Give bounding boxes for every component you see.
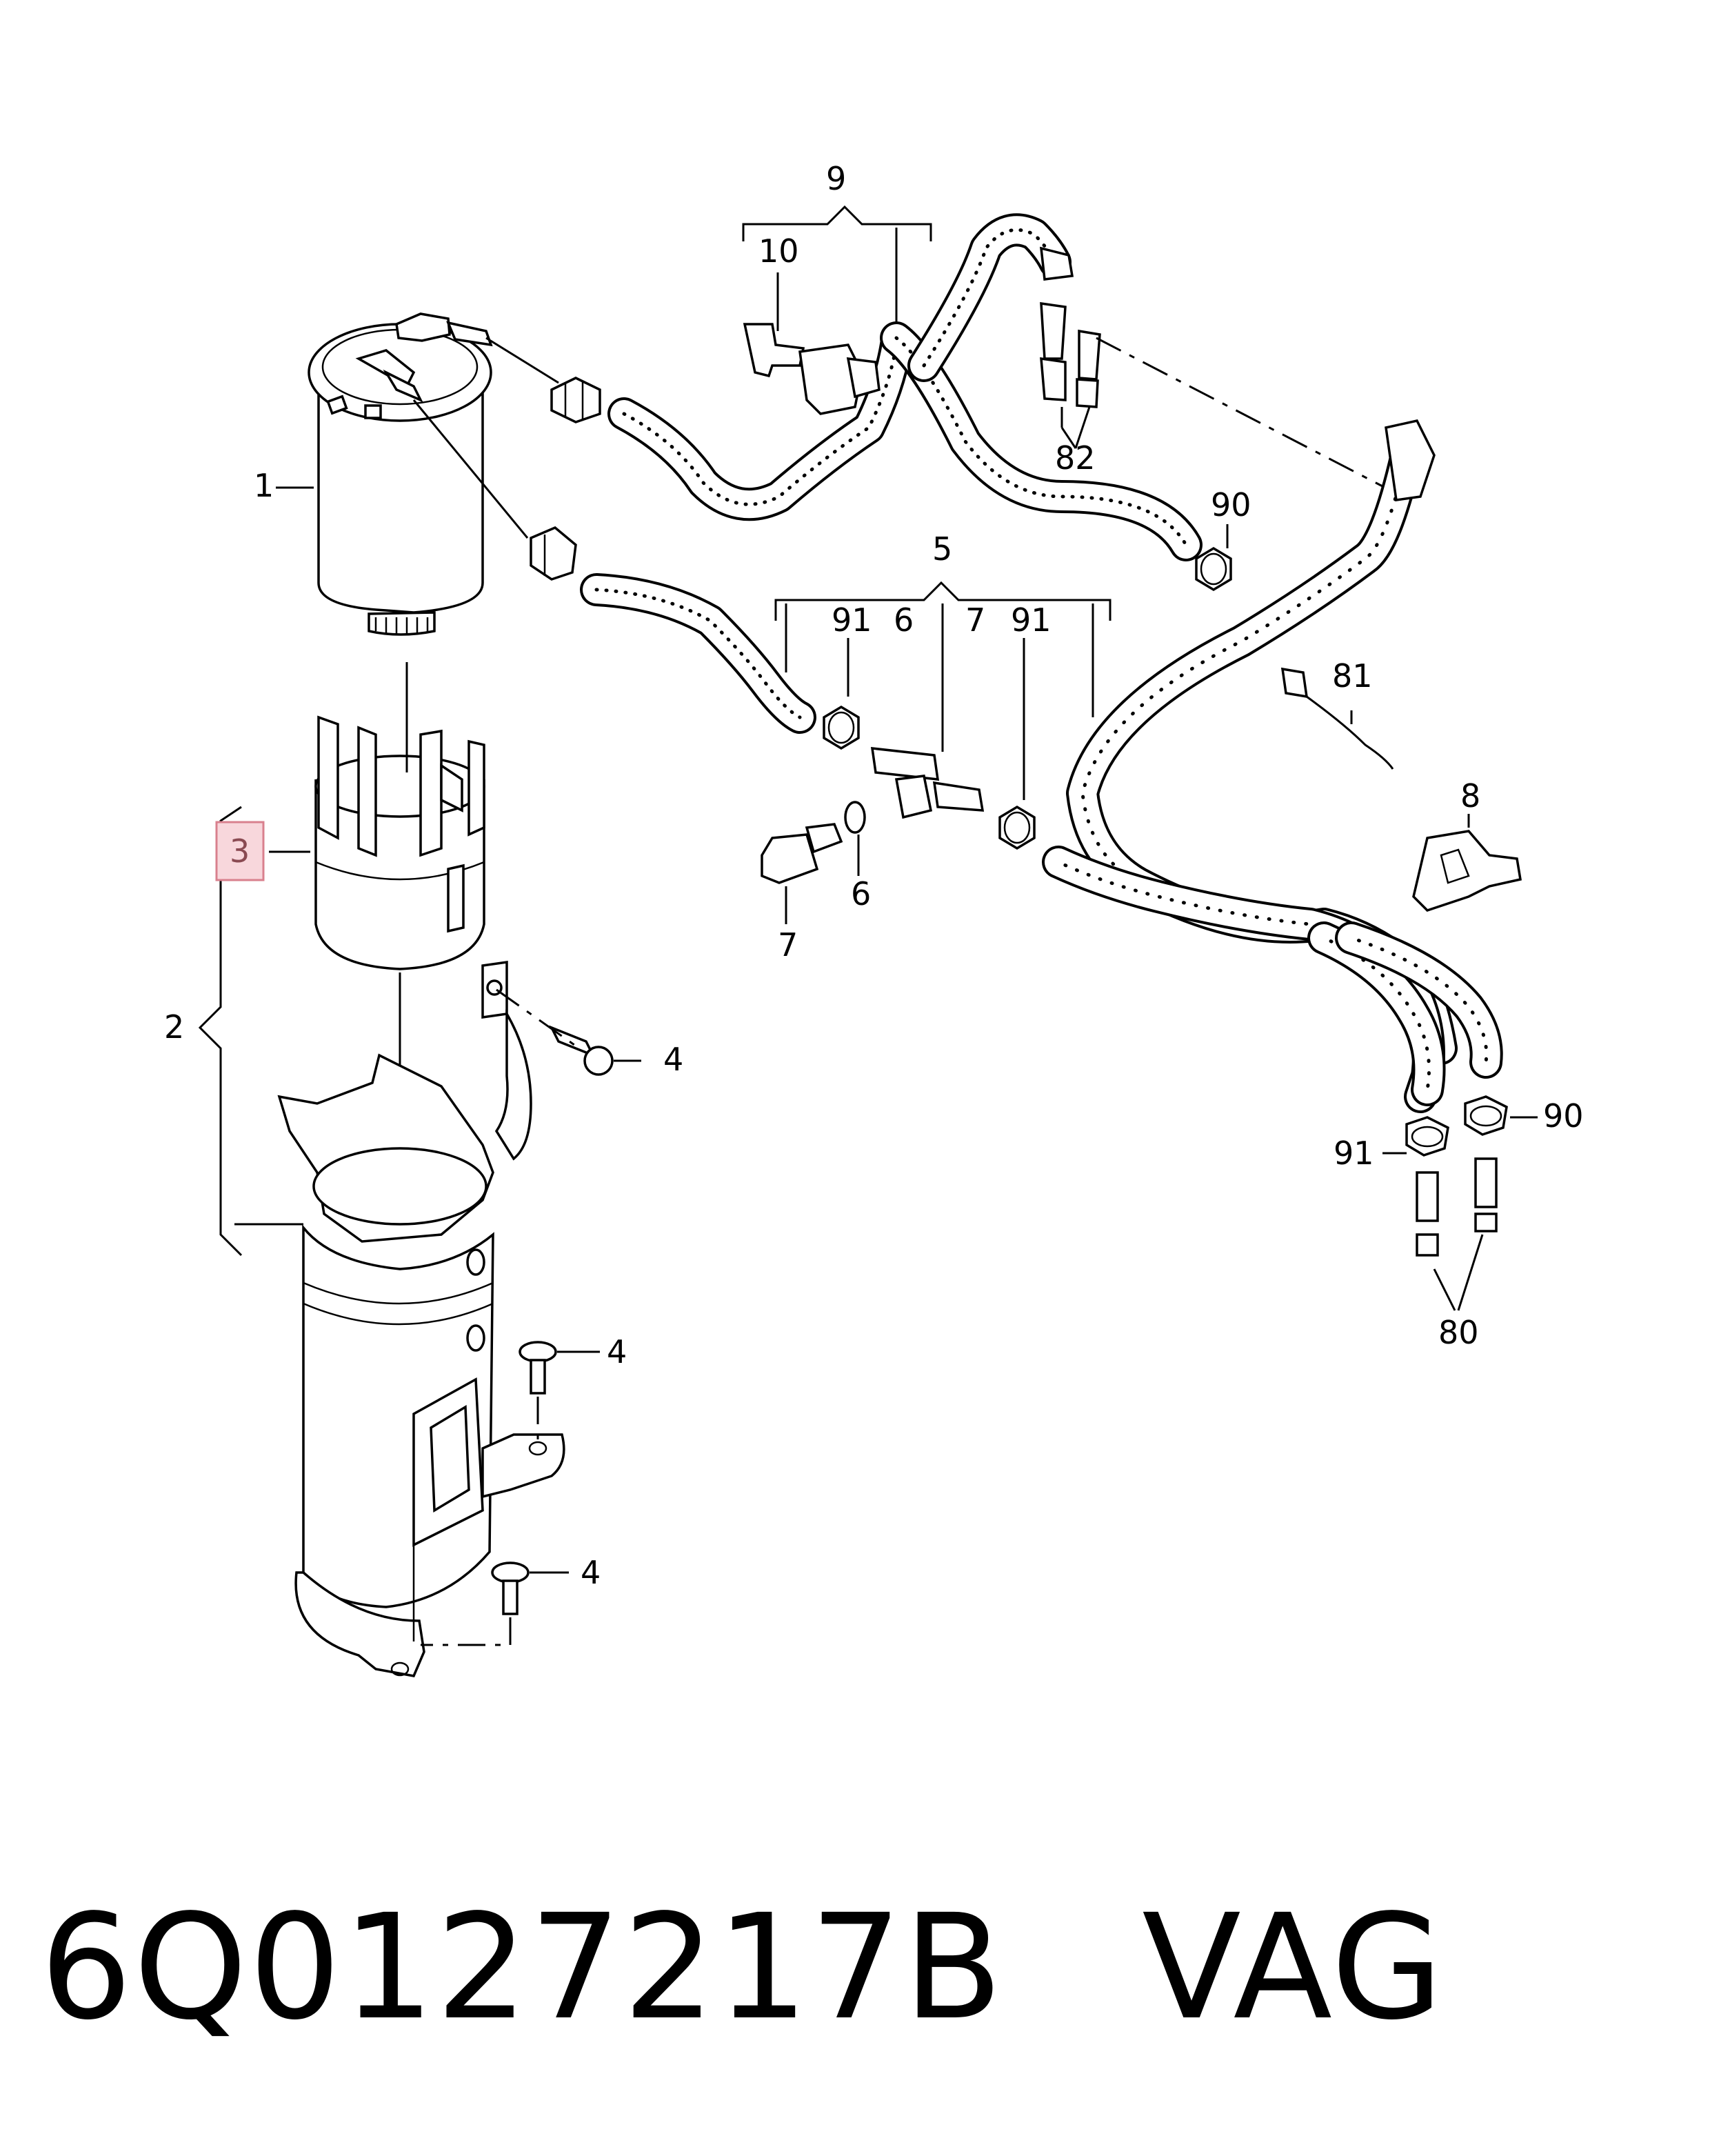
hose-end-fittings: [1280, 667, 1394, 770]
hose-clamp: [1464, 1095, 1508, 1136]
bolt-part: [496, 988, 641, 1076]
highlighted-callout-box: [215, 821, 265, 881]
callout-10: 10: [758, 232, 799, 270]
fuel-hose-lower-left: [1307, 921, 1503, 1106]
callout-labels: 1 2 3 4 4 4 5 6 6 7 7 8 9 10 80 81 82 90…: [164, 160, 1584, 1591]
callout-9: 9: [826, 160, 846, 197]
o-ring-part: [844, 801, 866, 834]
callout-1: 1: [254, 467, 274, 504]
callout-6-bottom: 6: [851, 875, 871, 912]
callout-90-bottom: 90: [1543, 1097, 1584, 1135]
footer-caption: 6Q0127217B VAG: [40, 1883, 1445, 2052]
callout-5: 5: [932, 530, 952, 568]
fuel-hose-middle: [580, 573, 816, 734]
hose-clamp: [998, 805, 1036, 850]
t-piece-connector: [870, 747, 985, 819]
callout-4-upper: 4: [663, 1041, 683, 1078]
hose-end-fittings: [1416, 1157, 1498, 1257]
callout-7-bottom: 7: [778, 926, 798, 964]
callout-7-top: 7: [965, 601, 985, 639]
callout-2: 2: [164, 1008, 184, 1046]
sensor-part: [761, 823, 843, 884]
callout-91-left: 91: [832, 601, 872, 639]
callout-4-middle: 4: [607, 1333, 627, 1370]
filter-housing-bracket-part: [277, 960, 565, 1677]
bolt-part: [519, 1341, 600, 1441]
callout-3: 3: [230, 832, 250, 870]
callout-91-bottom: 91: [1334, 1135, 1374, 1172]
filter-insert-part: [314, 662, 485, 970]
callout-91-right: 91: [1011, 601, 1052, 639]
fuel-filter-part: [308, 312, 559, 636]
bolt-part: [421, 1561, 569, 1646]
brand-name: VAG: [1142, 1883, 1445, 2052]
leader-lines: [198, 205, 1538, 1311]
hose-end-fittings: [1039, 246, 1436, 501]
callout-8: 8: [1460, 777, 1480, 815]
callout-4-lower: 4: [581, 1554, 601, 1591]
callout-6-top: 6: [894, 601, 914, 639]
bracket-part: [1412, 830, 1522, 912]
callout-90-top: 90: [1211, 486, 1251, 523]
hose-connector: [530, 526, 577, 581]
hose-clamp: [823, 705, 860, 750]
fuel-hose-top-loop: [907, 213, 1072, 382]
hose-clamp: [1405, 1116, 1449, 1157]
hose-connector: [550, 377, 601, 423]
callout-81: 81: [1332, 657, 1373, 695]
part-number: 6Q0127217B: [40, 1883, 1005, 2052]
callout-82: 82: [1055, 439, 1096, 477]
hose-clamp: [1195, 546, 1232, 592]
retaining-clip-part: [743, 323, 881, 415]
callout-80: 80: [1438, 1314, 1479, 1351]
fuel-hose-upper: [607, 328, 913, 521]
